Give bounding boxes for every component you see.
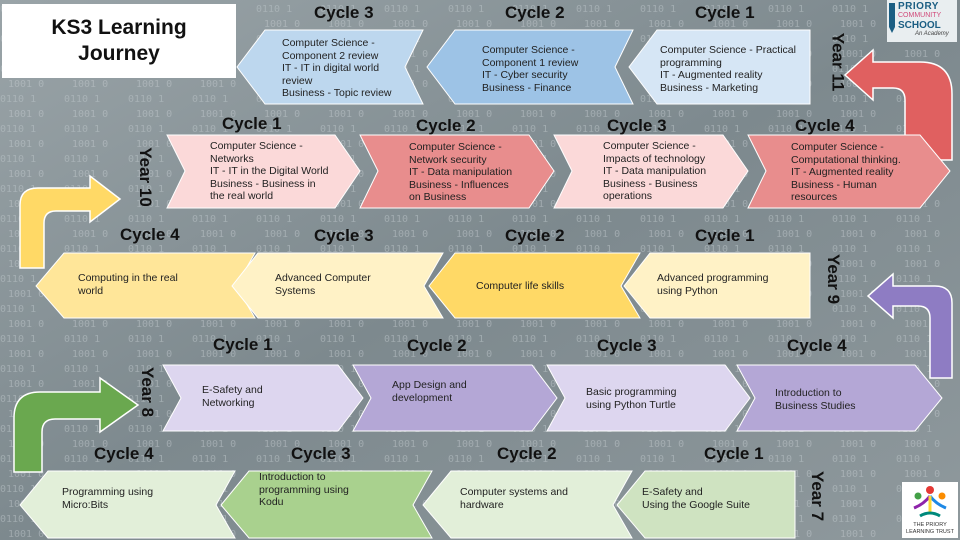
title-box: KS3 Learning Journey (2, 4, 236, 78)
year10-arrow-1 (166, 134, 361, 209)
year8-arrow-3 (546, 364, 751, 432)
trust-logo-text-2: LEARNING TRUST (906, 529, 954, 535)
year9-arrow-4 (623, 252, 811, 319)
connector-arrow-green (13, 376, 140, 473)
year10-arrow-4 (747, 134, 951, 209)
year8-arrow-4 (736, 364, 943, 432)
year7-cycle-label-4: Cycle 1 (704, 444, 764, 463)
school-logo-top: PRIORY (898, 1, 939, 12)
year10-item-4: Computer Science - Computational thinkin… (791, 141, 901, 203)
year7-item-4: E-Safety and Using the Google Suite (642, 486, 750, 511)
trust-logo-icon (913, 486, 947, 518)
year7-cycle-label-1: Cycle 4 (94, 444, 154, 463)
connector-arrow-yellow (19, 174, 122, 269)
school-logo: PRIORY COMMUNITY SCHOOL An Academy (887, 0, 957, 42)
year10-cycle-label-3: Cycle 3 (607, 116, 667, 135)
year7-item-1: Programming using Micro:Bits (62, 486, 154, 511)
year11-arrow-3 (628, 29, 811, 105)
year7-cycle-label-3: Cycle 2 (497, 444, 557, 463)
year7-arrow-2 (220, 470, 433, 539)
year9-cycle-label-4: Cycle 1 (695, 226, 755, 245)
year11-arrow-2 (426, 29, 634, 105)
year9-item-2: Advanced Computer Systems (275, 272, 371, 297)
year11-label: Year 11 (828, 32, 848, 92)
year11-item-1: Computer Science - Component 2 review IT… (282, 37, 392, 99)
year9-cycle-label-3: Cycle 2 (505, 226, 565, 245)
year10-cycle-label-1: Cycle 1 (222, 114, 282, 133)
connector-arrow-purple (866, 272, 953, 379)
year10-arrow-3 (553, 134, 749, 209)
year7-item-3: Computer systems and hardware (460, 486, 568, 511)
year11-arrow-1 (236, 29, 424, 105)
year10-label: Year 10 (135, 147, 155, 207)
year8-cycle-label-1: Cycle 1 (213, 335, 273, 354)
year8-label: Year 8 (138, 366, 158, 418)
page-title: KS3 Learning Journey (51, 16, 187, 65)
year7-cycle-label-2: Cycle 3 (291, 444, 351, 463)
year7-arrow-1 (19, 470, 236, 539)
connector-arrow-red (843, 48, 953, 161)
year10-arrow-2 (359, 134, 555, 209)
year9-cycle-label-2: Cycle 3 (314, 226, 374, 245)
year8-arrow-1 (162, 364, 364, 432)
year7-arrow-3 (422, 470, 633, 539)
year7-label: Year 7 (808, 470, 828, 522)
year8-item-4: Introduction to Business Studies (775, 387, 856, 412)
year11-item-3: Computer Science - Practical programming… (660, 44, 796, 94)
year8-cycle-label-2: Cycle 2 (407, 336, 467, 355)
year8-arrow-2 (352, 364, 558, 432)
year10-cycle-label-4: Cycle 4 (795, 116, 855, 135)
year8-item-1: E-Safety and Networking (202, 384, 263, 409)
year9-arrow-3 (428, 252, 641, 319)
year8-item-2: App Design and development (392, 379, 467, 404)
year9-arrow-2 (231, 252, 444, 319)
year9-item-4: Advanced programming using Python (657, 272, 769, 297)
year9-arrow-1 (35, 252, 256, 319)
trust-logo-text-1: THE PRIORY (913, 522, 947, 528)
year11-item-2: Computer Science - Component 1 review IT… (482, 44, 579, 94)
year10-item-1: Computer Science - Networks IT - IT in t… (210, 140, 329, 202)
year9-label: Year 9 (824, 253, 844, 305)
year10-cycle-label-2: Cycle 2 (416, 116, 476, 135)
year9-item-3: Computer life skills (476, 280, 565, 292)
year9-cycle-label-1: Cycle 4 (120, 225, 180, 244)
year11-cycle-label-3: Cycle 1 (695, 3, 755, 22)
year11-cycle-label-2: Cycle 2 (505, 3, 565, 22)
school-logo-icon (887, 0, 957, 42)
year8-cycle-label-3: Cycle 3 (597, 336, 657, 355)
school-logo-sub: An Academy (915, 31, 949, 37)
year8-item-3: Basic programming using Python Turtle (586, 386, 677, 411)
year7-item-2: Introduction to programming using Kodu (259, 471, 349, 508)
school-logo-bottom: SCHOOL (898, 20, 941, 31)
year10-item-3: Computer Science - Impacts of technology… (603, 140, 707, 202)
year9-item-1: Computing in the real world (78, 272, 178, 297)
year7-arrow-4 (616, 470, 796, 539)
year11-cycle-label-1: Cycle 3 (314, 3, 374, 22)
year8-cycle-label-4: Cycle 4 (787, 336, 847, 355)
year10-item-2: Computer Science - Network security IT -… (409, 141, 513, 203)
school-logo-mid: COMMUNITY (898, 12, 942, 19)
trust-logo: THE PRIORY LEARNING TRUST (902, 482, 958, 538)
